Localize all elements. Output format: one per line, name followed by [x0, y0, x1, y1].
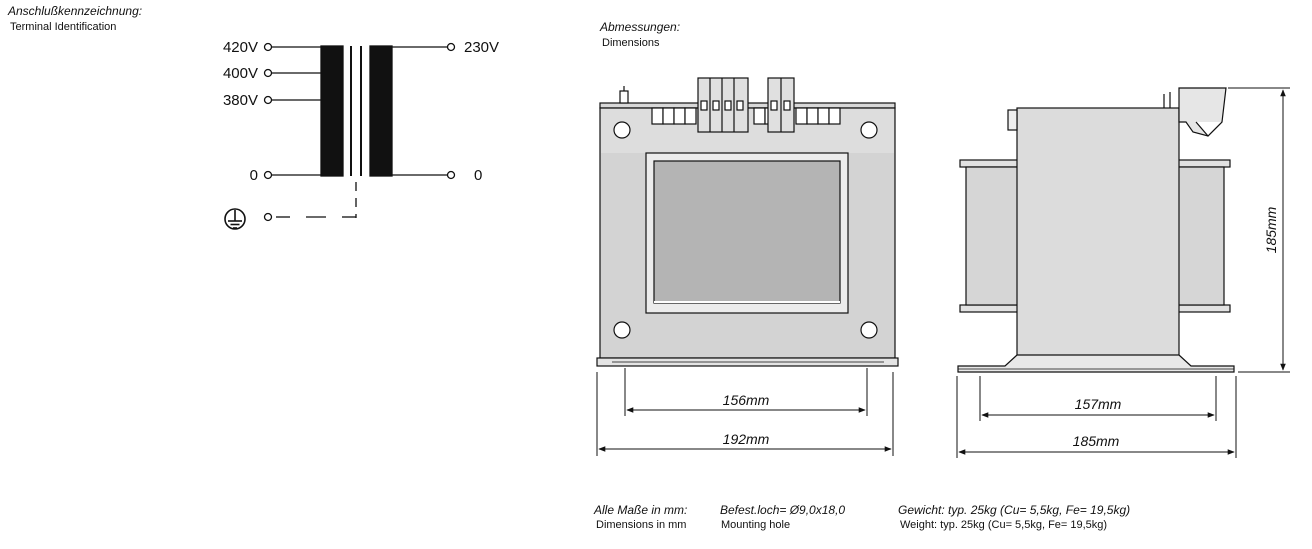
footer-hole-de: Befest.loch= Ø9,0x18,0 — [720, 503, 846, 517]
label-230v: 230V — [464, 39, 499, 56]
terminal-400v — [263, 68, 273, 78]
dimensions-title-de: Abmessungen: — [600, 20, 681, 34]
label-380v: 380V — [223, 92, 258, 109]
label-secondary-0: 0 — [474, 167, 482, 184]
front-view — [596, 77, 899, 367]
label-primary-0: 0 — [250, 167, 258, 184]
label-420v: 420V — [223, 39, 258, 56]
dim-side-inner: 157mm — [1075, 396, 1122, 412]
primary-winding — [320, 45, 344, 177]
footer-units-de: Alle Maße in mm: — [594, 503, 688, 517]
footer-units-en: Dimensions in mm — [596, 519, 687, 531]
dim-front-outer: 192mm — [723, 431, 770, 447]
terminal-primary-0 — [263, 170, 273, 180]
mounting-hole-br — [860, 321, 878, 339]
dim-side-outer: 185mm — [1073, 433, 1120, 449]
terminal-420v — [263, 42, 273, 52]
earth-icon — [224, 208, 246, 230]
label-400v: 400V — [223, 65, 258, 82]
secondary-winding — [369, 45, 393, 177]
side-foot — [957, 354, 1235, 373]
transformer-schematic — [224, 42, 456, 230]
terminal-earth — [263, 212, 273, 222]
dimensions-title-en: Dimensions — [602, 37, 660, 49]
side-view — [957, 87, 1235, 373]
terminal-secondary-0 — [446, 170, 456, 180]
footer-hole-en: Mounting hole — [721, 519, 791, 531]
dim-height: 185mm — [1263, 206, 1279, 253]
terminal-title-en: Terminal Identification — [10, 21, 117, 33]
mounting-hole-tl — [613, 121, 631, 139]
footer-weight-de: Gewicht: typ. 25kg (Cu= 5,5kg, Fe= 19,5k… — [898, 503, 1131, 517]
terminal-380v — [263, 95, 273, 105]
terminal-title-de: Anschlußkennzeichnung: — [8, 4, 143, 18]
footer-weight-en: Weight: typ. 25kg (Cu= 5,5kg, Fe= 19,5kg… — [900, 519, 1108, 531]
side-core — [1016, 107, 1180, 361]
mounting-hole-tr — [860, 121, 878, 139]
terminal-230v — [446, 42, 456, 52]
mounting-hole-bl — [613, 321, 631, 339]
dim-front-inner: 156mm — [723, 392, 770, 408]
front-coil — [653, 160, 841, 304]
